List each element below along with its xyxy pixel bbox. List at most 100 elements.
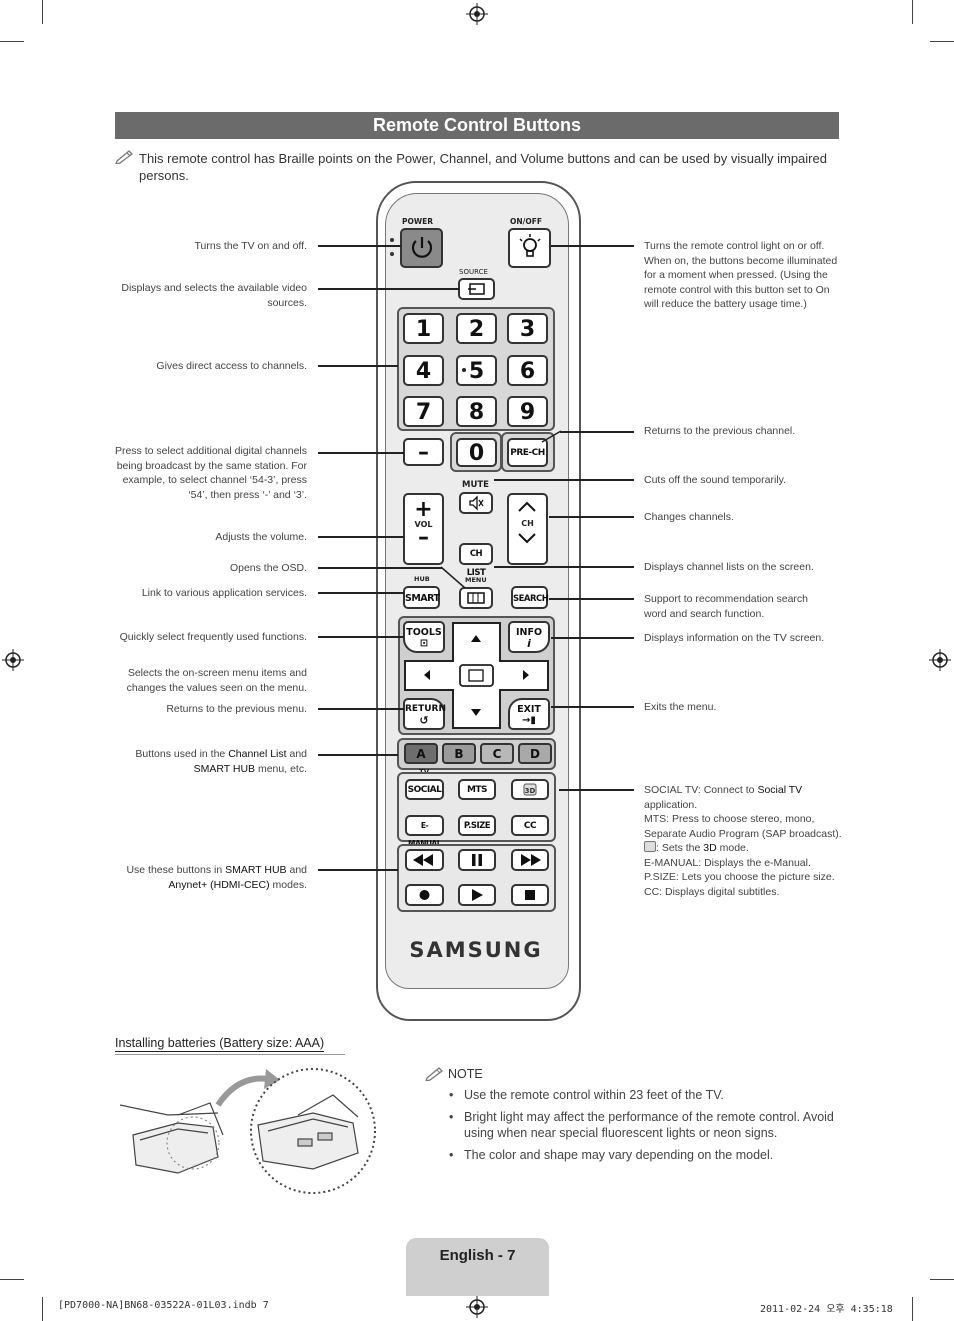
callout-onoff: Turns the remote control light on or off… — [644, 240, 838, 310]
menu-label: MENU — [465, 576, 487, 584]
page-number: English - 7 — [439, 1247, 516, 1264]
callout-info: Displays information on the TV screen. — [644, 632, 825, 644]
install-batteries-title: Installing batteries (Battery size: AAA) — [115, 1036, 325, 1052]
callout-return: Returns to the previous menu. — [166, 703, 307, 715]
leader-line — [559, 789, 634, 791]
p-size-button[interactable]: P.SIZE — [458, 815, 496, 836]
smart-hub-button[interactable]: SMART — [403, 586, 440, 609]
return-button[interactable]: RETURN ↺ — [403, 698, 446, 730]
tools-label: TOOLS — [406, 627, 442, 638]
leader-line — [318, 245, 401, 247]
callout-smart: Link to various application services. — [141, 587, 307, 599]
page-number-tab — [406, 1238, 549, 1296]
leader-line — [560, 431, 634, 433]
callout-menu: Opens the OSD. — [229, 562, 307, 574]
social-tv-button[interactable]: SOCIAL — [405, 779, 444, 800]
number-6-button[interactable]: 6 — [507, 355, 548, 386]
channel-rocker[interactable]: CH — [507, 493, 548, 565]
stop-button[interactable] — [511, 884, 549, 906]
power-label: POWER — [402, 217, 434, 226]
registration-mark-left-icon — [2, 649, 24, 671]
fast-forward-icon — [521, 854, 541, 866]
print-timestamp: 2011-02-24 오후 4:35:18 — [760, 1304, 893, 1315]
exit-button[interactable]: EXIT →▮ — [508, 698, 550, 730]
note-pencil-icon — [115, 150, 133, 164]
mute-label: MUTE — [462, 480, 489, 490]
registration-mark-top-icon — [466, 3, 488, 25]
callout-chlist: Displays channel lists on the screen. — [644, 561, 814, 573]
registration-mark-right-icon — [929, 649, 951, 671]
list-item: Bright light may affect the performance … — [449, 1109, 849, 1141]
color-key-a-button[interactable]: A — [404, 743, 438, 764]
number-8-button[interactable]: 8 — [456, 396, 497, 427]
color-key-c-button[interactable]: C — [480, 743, 514, 764]
info-button[interactable]: INFO i — [508, 621, 550, 653]
leader-line — [440, 566, 466, 589]
color-key-b-button[interactable]: B — [442, 743, 476, 764]
leader-line — [541, 430, 562, 443]
leader-line — [318, 567, 442, 569]
source-button[interactable] — [458, 278, 495, 300]
pause-button[interactable] — [458, 849, 496, 871]
samsung-logo: SAMSUNG — [409, 938, 543, 962]
number-3-button[interactable]: 3 — [507, 313, 548, 344]
fast-forward-button[interactable] — [511, 849, 549, 871]
arrow-left-icon — [424, 670, 430, 680]
number-4-button[interactable]: 4 — [403, 355, 444, 386]
power-icon — [411, 237, 433, 258]
info-icon: i — [527, 637, 531, 650]
leader-line — [551, 637, 634, 639]
number-0-button[interactable]: 0 — [456, 438, 497, 467]
return-icon: ↺ — [419, 714, 429, 727]
print-file-info: [PD7000-NA]BN68-03522A-01L03.indb 7 — [58, 1300, 269, 1311]
page-title: Remote Control Buttons — [115, 112, 839, 139]
mts-button[interactable]: MTS — [458, 779, 496, 800]
3d-button[interactable]: 3D — [511, 779, 549, 800]
callout-dash: Press to select additional digital chann… — [114, 445, 307, 501]
number-7-button[interactable]: 7 — [403, 396, 444, 427]
leader-line — [549, 598, 634, 600]
install-divider — [115, 1054, 345, 1055]
exit-icon: →▮ — [522, 715, 536, 726]
leader-line — [318, 365, 398, 367]
power-button[interactable] — [400, 228, 443, 268]
number-1-button[interactable]: 1 — [403, 313, 444, 344]
callout-numbers: Gives direct access to channels. — [156, 360, 307, 372]
callout-color-keys: Buttons used in the Channel List and SMA… — [135, 748, 307, 775]
light-bulb-icon — [519, 234, 541, 257]
leader-line — [318, 754, 398, 756]
note-pencil-icon — [425, 1067, 443, 1081]
channel-label: CH — [521, 519, 534, 528]
number-9-button[interactable]: 9 — [507, 396, 548, 427]
callout-volume: Adjusts the volume. — [215, 531, 307, 543]
dash-button[interactable]: – — [403, 438, 444, 466]
tools-button[interactable]: TOOLS ⊡ — [403, 621, 445, 653]
braille-dots — [390, 252, 394, 256]
menu-button[interactable] — [459, 587, 493, 609]
cc-button[interactable]: CC — [511, 815, 549, 836]
number-2-button[interactable]: 2 — [456, 313, 497, 344]
e-manual-button[interactable]: E-MANUAL — [405, 815, 444, 848]
leader-line — [318, 636, 404, 638]
svg-text:3D: 3D — [525, 787, 536, 795]
prech-button[interactable]: PRE-CH — [507, 438, 548, 467]
channel-down-icon — [518, 533, 536, 544]
play-button[interactable] — [458, 884, 496, 906]
channel-up-icon — [518, 501, 536, 512]
arrow-up-icon — [471, 635, 481, 642]
onoff-light-button[interactable] — [508, 228, 551, 268]
callout-function-keys: SOCIAL TV: Connect to Social TV applicat… — [644, 784, 842, 898]
volume-rocker[interactable]: + VOL – — [403, 493, 444, 565]
chlist-button[interactable]: CH LIST — [459, 543, 493, 578]
color-key-d-button[interactable]: D — [518, 743, 552, 764]
mute-button[interactable] — [459, 492, 493, 514]
callout-search: Support to recommendation search word an… — [644, 593, 809, 620]
rewind-icon — [413, 854, 433, 866]
record-button[interactable] — [405, 884, 444, 906]
record-icon — [419, 890, 430, 900]
list-item: The color and shape may vary depending o… — [449, 1147, 849, 1163]
search-button[interactable]: SEARCH — [511, 586, 549, 609]
rewind-button[interactable] — [405, 849, 444, 871]
source-label: SOURCE — [459, 268, 488, 276]
stop-icon — [525, 890, 535, 900]
